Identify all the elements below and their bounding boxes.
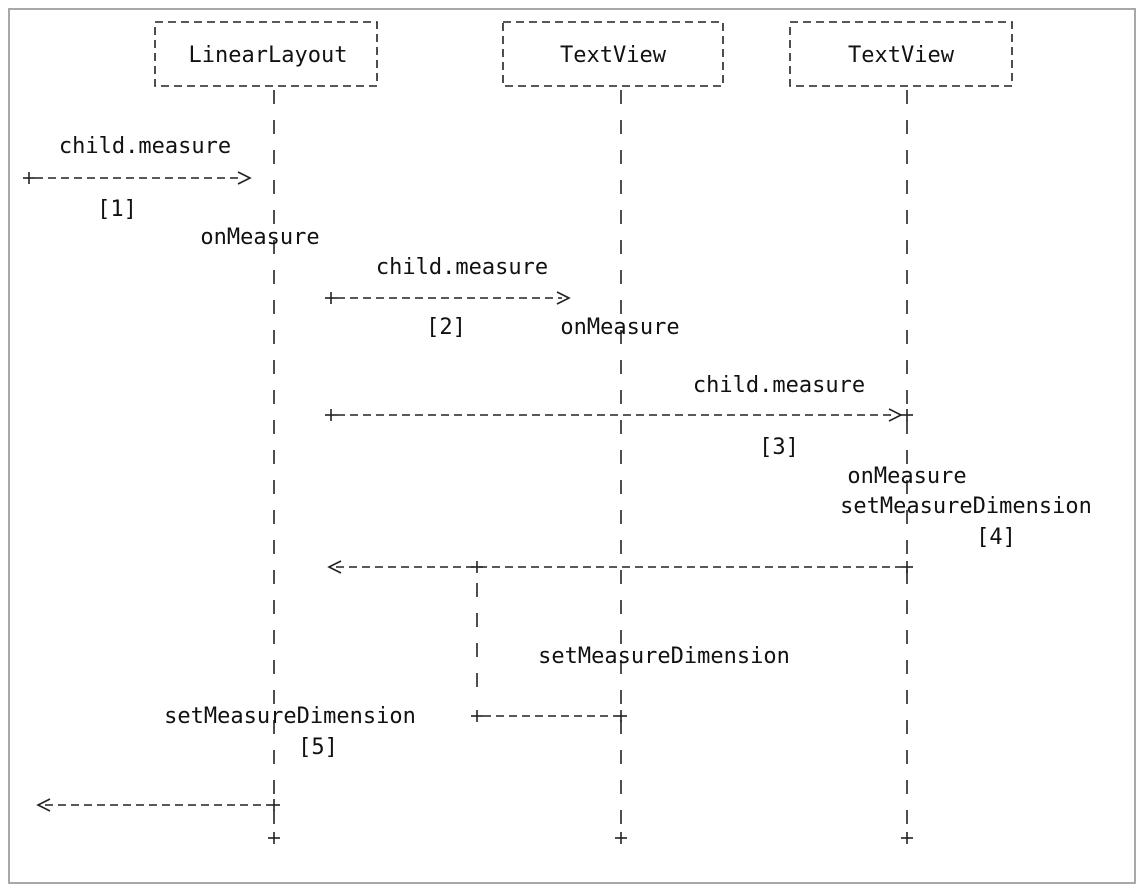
participant-label-linearlayout: LinearLayout	[189, 43, 348, 68]
step-2-label: [2]	[426, 315, 466, 340]
participant-box-textview-1	[502, 21, 724, 87]
lifeline-end-textview-1	[615, 832, 627, 844]
participant-label-textview-1: TextView	[560, 43, 667, 68]
return-message-4	[327, 560, 913, 574]
arrowhead-left	[36, 798, 51, 812]
step-3-label: [3]	[759, 435, 799, 460]
arrowhead-right	[237, 171, 252, 185]
setdim-linearlayout-label: setMeasureDimension	[164, 704, 416, 729]
message-2	[325, 291, 571, 305]
participant-textview-2: TextView	[789, 21, 1013, 87]
step-5-label: [5]	[298, 735, 338, 760]
setdim-textview-1-label: setMeasureDimension	[538, 644, 790, 669]
participant-box-linearlayout	[154, 21, 378, 87]
message-3-label: child.measure	[693, 373, 865, 398]
participant-textview-1: TextView	[502, 21, 724, 87]
message-1-label: child.measure	[59, 134, 231, 159]
message-1	[23, 171, 252, 185]
onmeasure-linearlayout-label: onMeasure	[200, 225, 319, 250]
step-4-label: [4]	[976, 525, 1016, 550]
arrowhead-left	[327, 560, 342, 574]
onmeasure-textview-2-label: onMeasure	[847, 464, 966, 489]
participant-linearlayout: LinearLayout	[154, 21, 378, 87]
message-3	[325, 408, 913, 422]
lifeline-end-linearlayout	[268, 832, 280, 844]
diagram-frame	[8, 8, 1136, 884]
onmeasure-textview-1-label: onMeasure	[560, 315, 679, 340]
step-1-label: [1]	[97, 197, 137, 222]
lifeline-end-textview-2	[901, 832, 913, 844]
setdim-textview-2-label: setMeasureDimension	[840, 494, 1092, 519]
participant-label-textview-2: TextView	[848, 43, 955, 68]
arrowhead-right	[556, 291, 571, 305]
return-message-5	[36, 798, 280, 812]
message-2-label: child.measure	[376, 255, 548, 280]
setdim-textview-1-connector	[471, 583, 627, 722]
participant-box-textview-2	[789, 21, 1013, 87]
